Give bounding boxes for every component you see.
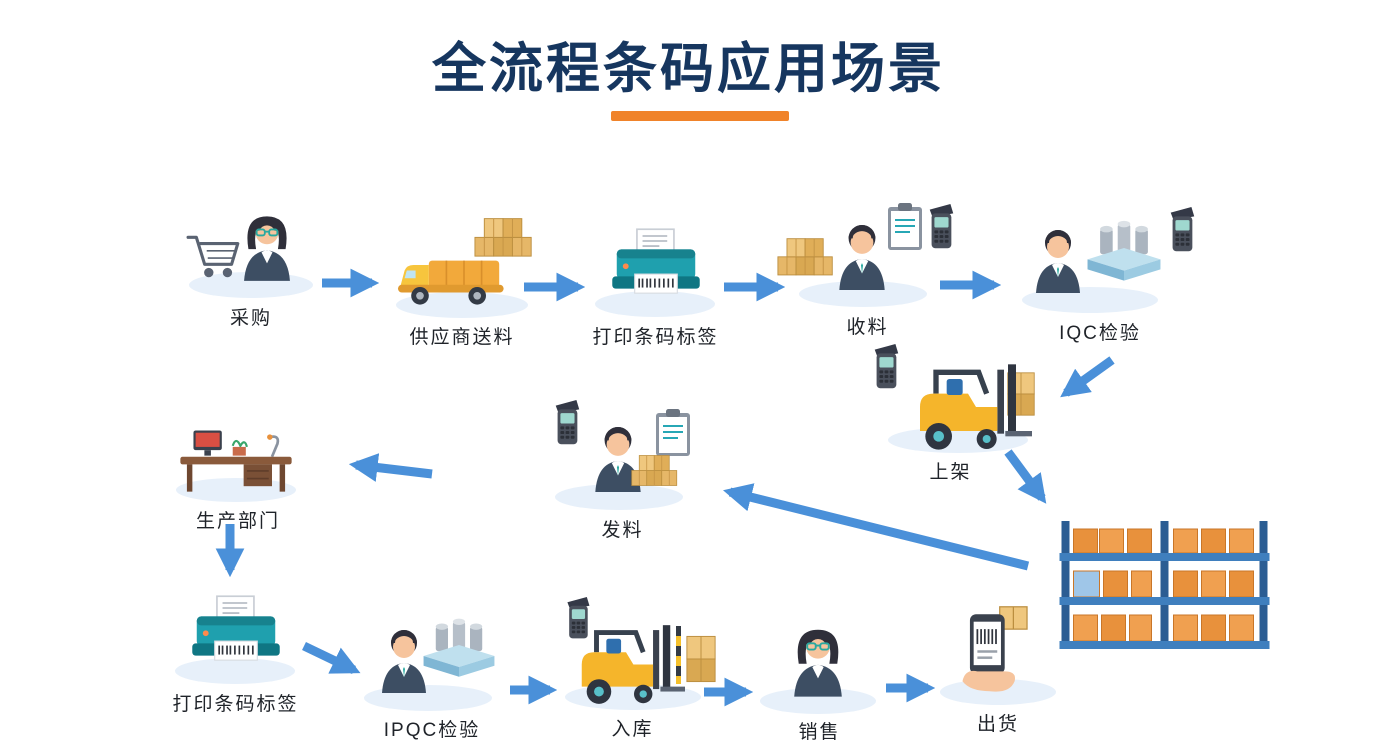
barcode-scanner-icon <box>874 343 899 389</box>
node-label-production-dept: 生产部门 <box>195 511 280 532</box>
arrow-rack-to-issue <box>723 483 1030 571</box>
cargo-boxes-icon <box>474 218 532 257</box>
shopping-cart-icon <box>186 235 240 279</box>
node-label-print-barcode-1: 打印条码标签 <box>592 327 719 348</box>
production-dept-illustration <box>176 429 296 502</box>
storage-rack-icon <box>1059 520 1270 650</box>
barcode-scanner-icon <box>929 203 954 249</box>
supplier-delivery-illustration <box>396 218 532 318</box>
node-label-material-issue: 发料 <box>601 520 644 541</box>
iqc-inspector-icon <box>1036 230 1080 293</box>
node-production-dept: 生产部门 <box>168 412 308 533</box>
warning-stripe-post-icon <box>676 626 681 684</box>
purchase-illustration <box>186 215 313 298</box>
node-label-receiving: 收料 <box>846 317 889 338</box>
node-label-iqc: IQC检验 <box>1059 323 1141 344</box>
warehousing-illustration <box>565 596 716 710</box>
node-shelving: 上架 <box>858 335 1043 484</box>
node-label-print-barcode-2: 打印条码标签 <box>172 694 299 715</box>
warehouse-rack-illustration <box>1059 520 1270 650</box>
receiving-worker-icon <box>839 225 885 290</box>
print-barcode-1-illustration <box>595 228 715 317</box>
material-issue-illustration <box>555 399 691 510</box>
node-shipping: 出货 <box>928 592 1068 736</box>
node-label-warehousing: 入库 <box>611 719 654 740</box>
node-purchase: 采购 <box>176 186 326 330</box>
node-ipqc: IPQC检验 <box>352 598 512 742</box>
arrow-iqc-to-shelving <box>1060 356 1115 398</box>
arrow-issue-to-production <box>348 453 433 482</box>
node-sales: 销售 <box>752 603 887 744</box>
barcode-scanner-icon <box>555 399 580 445</box>
iqc-illustration <box>1022 206 1195 313</box>
inspection-machine-icon <box>423 618 495 677</box>
node-warehousing: 入库 <box>545 592 720 741</box>
node-label-purchase: 采购 <box>229 308 272 329</box>
node-receiving: 收料 <box>775 195 960 339</box>
node-material-issue: 发料 <box>535 395 710 542</box>
node-label-sales: 销售 <box>798 722 841 743</box>
node-print-barcode-2: 打印条码标签 <box>158 572 313 716</box>
barcode-scanner-icon <box>1170 206 1195 252</box>
node-label-shelving: 上架 <box>929 462 972 483</box>
issued-material-icon <box>631 455 678 486</box>
stored-boxes-icon <box>686 635 716 683</box>
phone-in-hand-icon <box>961 605 1029 693</box>
inspection-machine-icon <box>1087 220 1161 281</box>
receiving-illustration <box>777 203 954 307</box>
title-underline-bar <box>611 111 789 121</box>
barcode-printer-icon <box>611 228 701 295</box>
node-warehouse-rack <box>1057 518 1272 652</box>
node-iqc: IQC检验 <box>1000 198 1200 345</box>
shelving-illustration <box>874 343 1035 453</box>
purchaser-woman-icon <box>243 215 291 282</box>
barcode-scanner-icon <box>567 596 590 639</box>
shipping-illustration <box>940 605 1056 705</box>
node-supplier-delivery: 供应商送料 <box>382 205 542 349</box>
node-label-supplier-delivery: 供应商送料 <box>409 327 515 348</box>
ipqc-illustration <box>364 618 495 711</box>
saleswoman-icon <box>793 628 843 698</box>
ipqc-inspector-icon <box>382 630 426 693</box>
barcode-printer-icon <box>191 595 281 662</box>
node-label-shipping: 出货 <box>976 714 1019 735</box>
sales-illustration <box>760 628 876 714</box>
material-boxes-icon <box>777 238 833 276</box>
print-barcode-2-illustration <box>175 595 295 684</box>
clipboard-icon <box>887 203 923 251</box>
node-label-ipqc: IPQC检验 <box>383 720 481 741</box>
page-title: 全流程条码应用场景 <box>432 39 945 99</box>
clipboard-icon <box>655 409 691 457</box>
node-print-barcode-1: 打印条码标签 <box>578 205 733 349</box>
